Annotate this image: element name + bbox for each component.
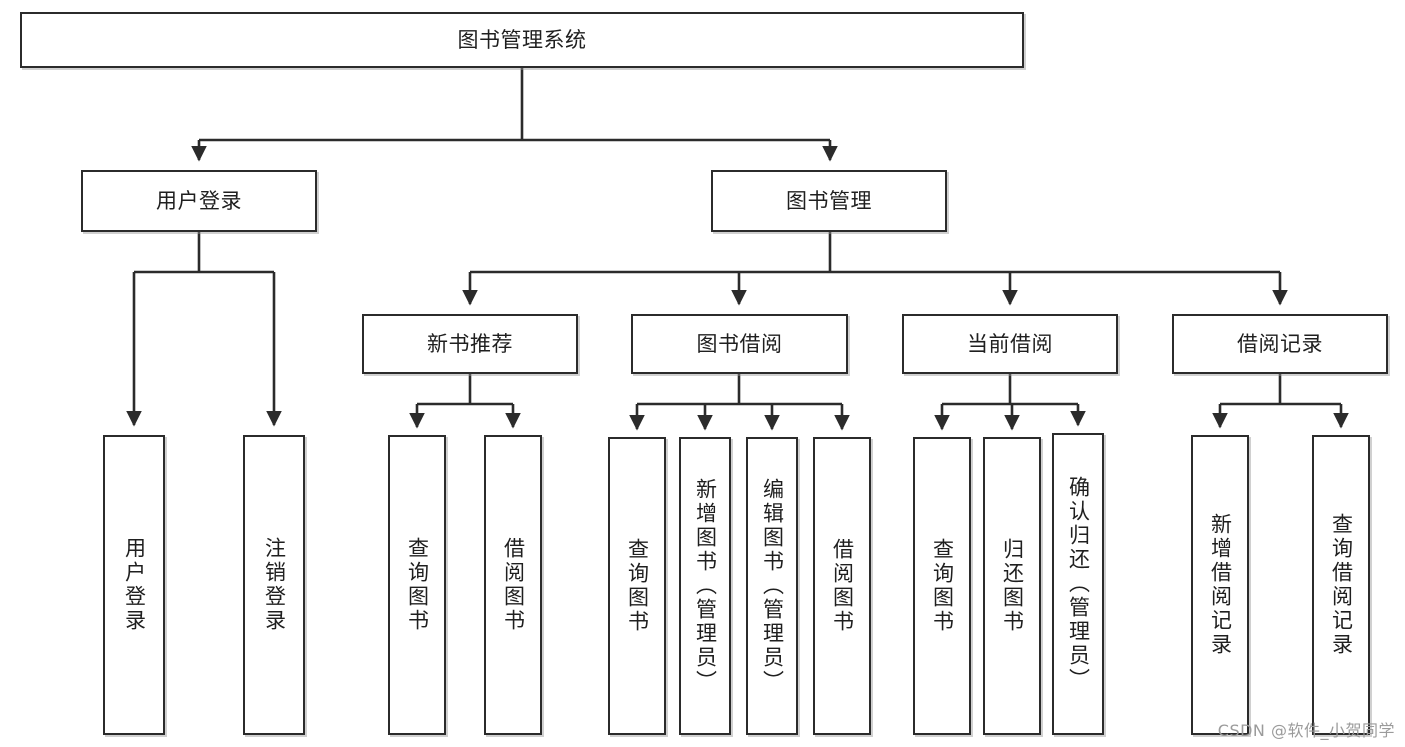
leaf-return-book-label: 归还图书	[1000, 538, 1025, 634]
leaf-query-book-1[interactable]: 查询图书	[388, 435, 446, 735]
node-root[interactable]: 图书管理系统	[20, 12, 1024, 68]
leaf-query-book-3-label: 查询图书	[930, 538, 955, 634]
leaf-user-logout[interactable]: 注销登录	[243, 435, 305, 735]
leaf-add-book[interactable]: 新增图书（管理员）	[679, 437, 731, 735]
node-user-login[interactable]: 用户登录	[81, 170, 317, 232]
leaf-query-book-3[interactable]: 查询图书	[913, 437, 971, 735]
leaf-query-book-2-label: 查询图书	[625, 538, 650, 634]
node-new-book-rec-label: 新书推荐	[427, 331, 513, 356]
leaf-confirm-return[interactable]: 确认归还（管理员）	[1052, 433, 1104, 735]
leaf-query-record[interactable]: 查询借阅记录	[1312, 435, 1370, 735]
leaf-borrow-book-1-label: 借阅图书	[501, 537, 526, 633]
leaf-borrow-book-1[interactable]: 借阅图书	[484, 435, 542, 735]
leaf-query-record-label: 查询借阅记录	[1329, 513, 1354, 657]
leaf-query-book-2[interactable]: 查询图书	[608, 437, 666, 735]
node-current-borrow[interactable]: 当前借阅	[902, 314, 1118, 374]
leaf-query-book-1-label: 查询图书	[405, 537, 430, 633]
leaf-user-login[interactable]: 用户登录	[103, 435, 165, 735]
node-borrow-record-label: 借阅记录	[1237, 331, 1323, 356]
node-book-borrow[interactable]: 图书借阅	[631, 314, 848, 374]
leaf-borrow-book-2-label: 借阅图书	[830, 538, 855, 634]
leaf-user-logout-label: 注销登录	[262, 537, 287, 633]
node-book-manage-label: 图书管理	[786, 188, 872, 213]
leaf-add-record-label: 新增借阅记录	[1208, 513, 1233, 657]
leaf-confirm-return-label: 确认归还（管理员）	[1066, 476, 1091, 692]
leaf-edit-book[interactable]: 编辑图书（管理员）	[746, 437, 798, 735]
leaf-edit-book-label: 编辑图书（管理员）	[760, 478, 785, 694]
leaf-borrow-book-2[interactable]: 借阅图书	[813, 437, 871, 735]
leaf-user-login-label: 用户登录	[122, 537, 147, 633]
node-new-book-rec[interactable]: 新书推荐	[362, 314, 578, 374]
node-root-label: 图书管理系统	[457, 27, 587, 52]
leaf-add-record[interactable]: 新增借阅记录	[1191, 435, 1249, 735]
node-book-borrow-label: 图书借阅	[696, 331, 783, 356]
leaf-return-book[interactable]: 归还图书	[983, 437, 1041, 735]
node-current-borrow-label: 当前借阅	[967, 331, 1053, 356]
node-user-login-label: 用户登录	[156, 188, 242, 213]
csdn-watermark: CSDN @软件_小贺同学	[1217, 721, 1395, 740]
node-borrow-record[interactable]: 借阅记录	[1172, 314, 1388, 374]
leaf-add-book-label: 新增图书（管理员）	[693, 478, 718, 694]
node-book-manage[interactable]: 图书管理	[711, 170, 947, 232]
